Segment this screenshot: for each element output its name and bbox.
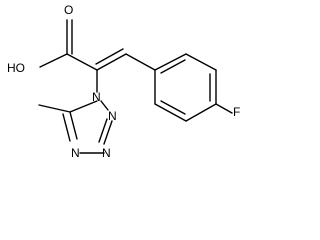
bond-carboxyl-c-oh xyxy=(39,53,68,68)
tetrazole-n3-label: N xyxy=(102,146,111,160)
chemical-structure: HO O F N N N N xyxy=(7,3,240,160)
tetrazole-n1-label: N xyxy=(92,90,101,104)
bond-alpha-beta-a xyxy=(96,53,127,71)
ring-bond-5 xyxy=(154,103,187,122)
bond-c5-n4-a xyxy=(69,111,78,140)
bond-n2-n1 xyxy=(100,100,109,111)
bond-c5-methyl xyxy=(38,104,71,113)
ring-bond-1 xyxy=(154,53,187,71)
bond-n3-n2-b xyxy=(98,118,108,143)
carboxylic-acid-group xyxy=(39,19,98,71)
carbonyl-oxygen-label: O xyxy=(64,3,73,17)
ring-bond-4 xyxy=(185,103,217,122)
bond-carboxyl-c-alpha xyxy=(66,53,98,71)
tetrazole-n4-label: N xyxy=(71,146,80,160)
tetrazole-group xyxy=(38,69,113,154)
hydroxyl-label: HO xyxy=(7,61,25,75)
bond-aryl-fluorine xyxy=(215,103,233,114)
bond-n3-n2-a xyxy=(103,120,113,145)
tetrazole-n2-label: N xyxy=(108,109,117,123)
alkene-group xyxy=(95,48,156,71)
ring-inner-double-1 xyxy=(160,59,186,74)
ring-inner-double-3 xyxy=(160,100,186,115)
bond-n1-c5 xyxy=(69,100,98,113)
fluorine-label: F xyxy=(233,105,240,119)
bond-alpha-beta-b xyxy=(95,48,124,65)
ring-bond-2 xyxy=(185,53,217,71)
fluorophenyl-group xyxy=(154,53,233,122)
bond-c5-n4-b xyxy=(62,113,71,142)
bond-beta-aryl xyxy=(125,53,156,71)
